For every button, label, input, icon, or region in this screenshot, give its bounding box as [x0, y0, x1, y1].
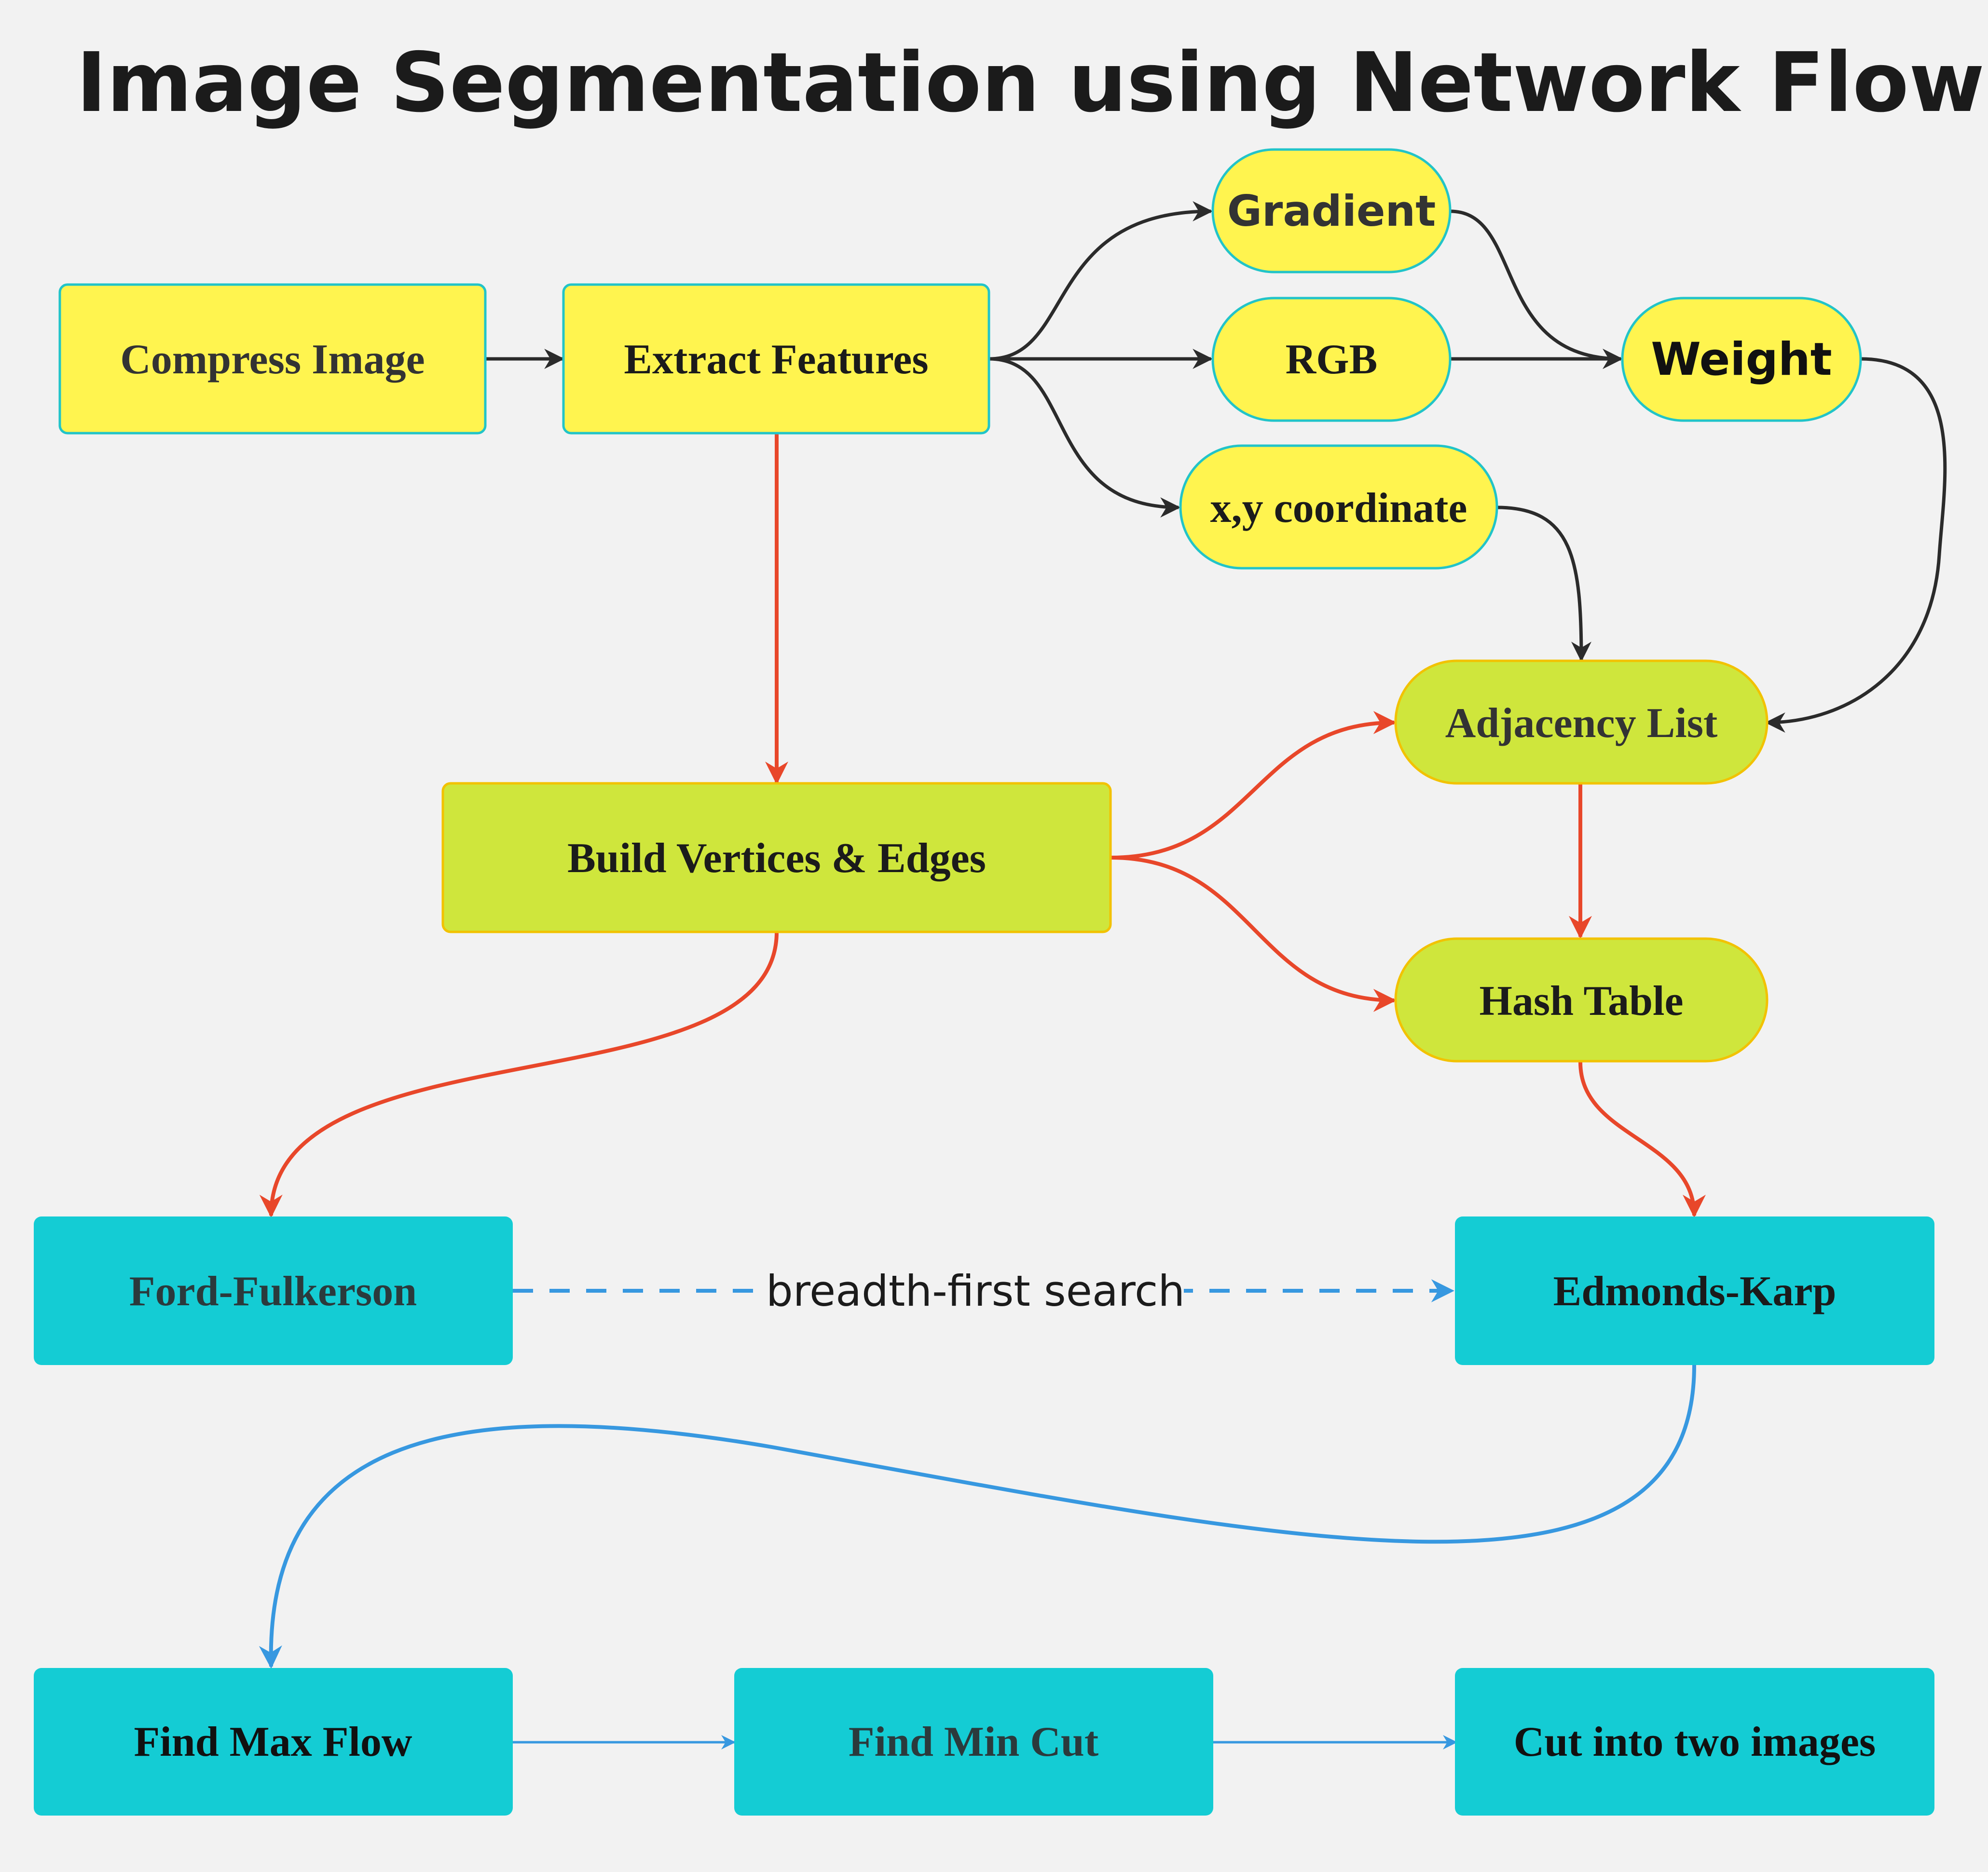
node-cut-into-two-images[interactable]: Cut into two images [1455, 1668, 1934, 1816]
edge-build-to-ford [259, 931, 779, 1218]
edge-gradient-to-weight [1450, 209, 1623, 369]
node-compress-image[interactable]: Compress Image [58, 283, 487, 435]
node-xy-coordinate[interactable]: x,y coordinate [1179, 444, 1498, 570]
node-find-min-cut[interactable]: Find Min Cut [734, 1668, 1213, 1816]
node-hash-table-label: Hash Table [1479, 978, 1683, 1025]
edge-weight-to-adjacency [1765, 357, 1947, 733]
node-gradient-box [1211, 148, 1452, 273]
edge-build-to-hash [1110, 856, 1397, 1012]
page-title: Image Segmentation using Network Flow [76, 35, 1985, 131]
node-find-min-cut-box [734, 1668, 1213, 1816]
node-cut-into-two-images-label: Cut into two images [1514, 1719, 1876, 1765]
edge-extract-to-xy [988, 357, 1181, 518]
node-xy-coordinate-box [1179, 444, 1498, 570]
node-adjacency-list-box [1394, 659, 1769, 785]
node-cut-into-two-images-box [1455, 1668, 1934, 1816]
node-extract-features-label: Extract Features [624, 336, 928, 383]
node-weight-label: Weight [1651, 333, 1832, 386]
node-edmonds-karp-label: Edmonds-Karp [1553, 1268, 1837, 1315]
node-hash-table-box [1394, 937, 1769, 1063]
edge-hash-to-edmonds [1578, 1062, 1706, 1218]
edge-xy-to-adjacency [1496, 506, 1591, 662]
node-rgb[interactable]: RGB [1211, 297, 1452, 422]
node-adjacency-list[interactable]: Adjacency List [1394, 659, 1769, 785]
node-compress-image-label: Compress Image [120, 336, 425, 383]
edge-label-bfs: breadth-first search [766, 1261, 1185, 1319]
node-gradient-label: Gradient [1227, 186, 1436, 236]
node-weight-box [1621, 297, 1862, 422]
edge-label-bfs-text: breadth-first search [766, 1266, 1185, 1316]
node-edmonds-karp[interactable]: Edmonds-Karp [1455, 1216, 1934, 1365]
node-ford-fulkerson[interactable]: Ford-Fulkerson [34, 1216, 513, 1365]
node-extract-features-box [562, 283, 990, 435]
node-find-max-flow-box [34, 1668, 513, 1816]
node-build-vertices-edges[interactable]: Build Vertices & Edges [441, 782, 1112, 933]
edges [259, 201, 1947, 1749]
node-find-min-cut-label: Find Min Cut [849, 1719, 1098, 1765]
node-xy-coordinate-label: x,y coordinate [1210, 485, 1467, 532]
node-build-vertices-edges-label: Build Vertices & Edges [567, 835, 986, 882]
node-adjacency-list-label: Adjacency List [1445, 700, 1718, 747]
node-ford-fulkerson-label: Ford-Fulkerson [129, 1268, 417, 1315]
edge-extract-to-gradient [988, 201, 1213, 361]
node-hash-table[interactable]: Hash Table [1394, 937, 1769, 1063]
node-find-max-flow-label: Find Max Flow [134, 1719, 412, 1765]
node-weight[interactable]: Weight [1621, 297, 1862, 422]
node-find-max-flow[interactable]: Find Max Flow [34, 1668, 513, 1816]
node-rgb-box [1211, 297, 1452, 422]
node-gradient[interactable]: Gradient [1211, 148, 1452, 273]
node-ford-fulkerson-box [34, 1216, 513, 1365]
node-rgb-label: RGB [1286, 336, 1378, 383]
edge-label-bfs-bg [767, 1261, 1184, 1319]
edge-build-to-adjacency [1110, 711, 1397, 860]
edge-edmonds-to-maxflow [259, 1365, 1696, 1669]
node-extract-features[interactable]: Extract Features [562, 283, 990, 435]
node-compress-image-box [58, 283, 487, 435]
node-build-vertices-edges-box [441, 782, 1112, 933]
node-edmonds-karp-box [1455, 1216, 1934, 1365]
